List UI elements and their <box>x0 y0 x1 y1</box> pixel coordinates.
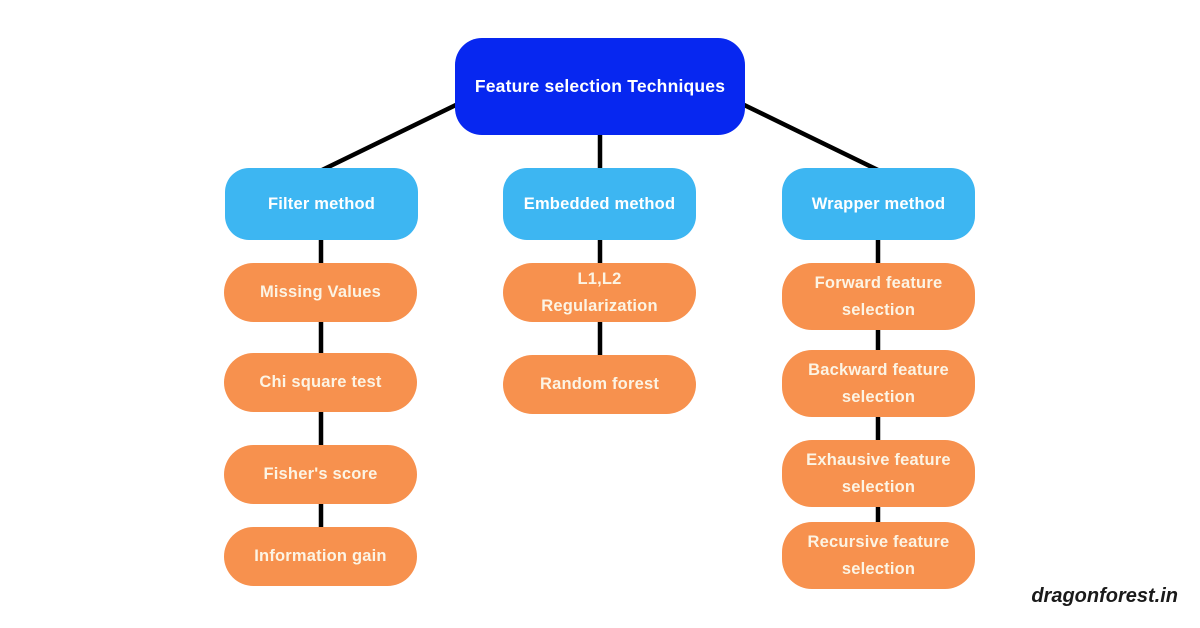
leaf-node-information-gain: Information gain <box>224 527 417 586</box>
leaf-node-recursive-feature-selection: Recursive feature selection <box>782 522 975 589</box>
leaf-node-label: Recursive feature selection <box>807 532 950 578</box>
leaf-node-random-forest: Random forest <box>503 355 696 414</box>
watermark-dragonforest: dragonforest.in <box>1031 585 1178 607</box>
leaf-node-label: Backward feature selection <box>808 360 949 406</box>
leaf-node-label: Exhausive feature selection <box>806 450 951 496</box>
leaf-node-label: Forward feature selection <box>814 273 943 319</box>
leaf-node-forward-feature-selection: Forward feature selection <box>782 263 975 330</box>
leaf-node-label: Missing Values <box>259 283 382 302</box>
leaf-node-label: Fisher's score <box>263 465 378 484</box>
leaf-node-label: L1,L2 Regularization <box>541 269 658 315</box>
leaf-node-missing-values: Missing Values <box>224 263 417 322</box>
branch-node-label: Filter method <box>267 194 376 213</box>
leaf-node-label: Chi square test <box>259 373 382 392</box>
root-node-label: Feature selection Techniques <box>474 76 726 96</box>
leaf-node-exhausive-feature-selection: Exhausive feature selection <box>782 440 975 507</box>
branch-node-label: Embedded method <box>523 194 676 213</box>
root-node-feature-selection-techniques: Feature selection Techniques <box>455 38 745 135</box>
leaf-node-backward-feature-selection: Backward feature selection <box>782 350 975 417</box>
branch-node-wrapper-method: Wrapper method <box>782 168 975 240</box>
branch-node-label: Wrapper method <box>811 194 946 213</box>
leaf-node-fishers-score: Fisher's score <box>224 445 417 504</box>
leaf-node-chi-square-test: Chi square test <box>224 353 417 412</box>
leaf-node-label: Random forest <box>539 375 660 394</box>
branch-node-embedded-method: Embedded method <box>503 168 696 240</box>
branch-node-filter-method: Filter method <box>225 168 418 240</box>
leaf-node-label: Information gain <box>254 547 387 566</box>
leaf-node-l1-l2-regularization: L1,L2 Regularization <box>503 263 696 322</box>
